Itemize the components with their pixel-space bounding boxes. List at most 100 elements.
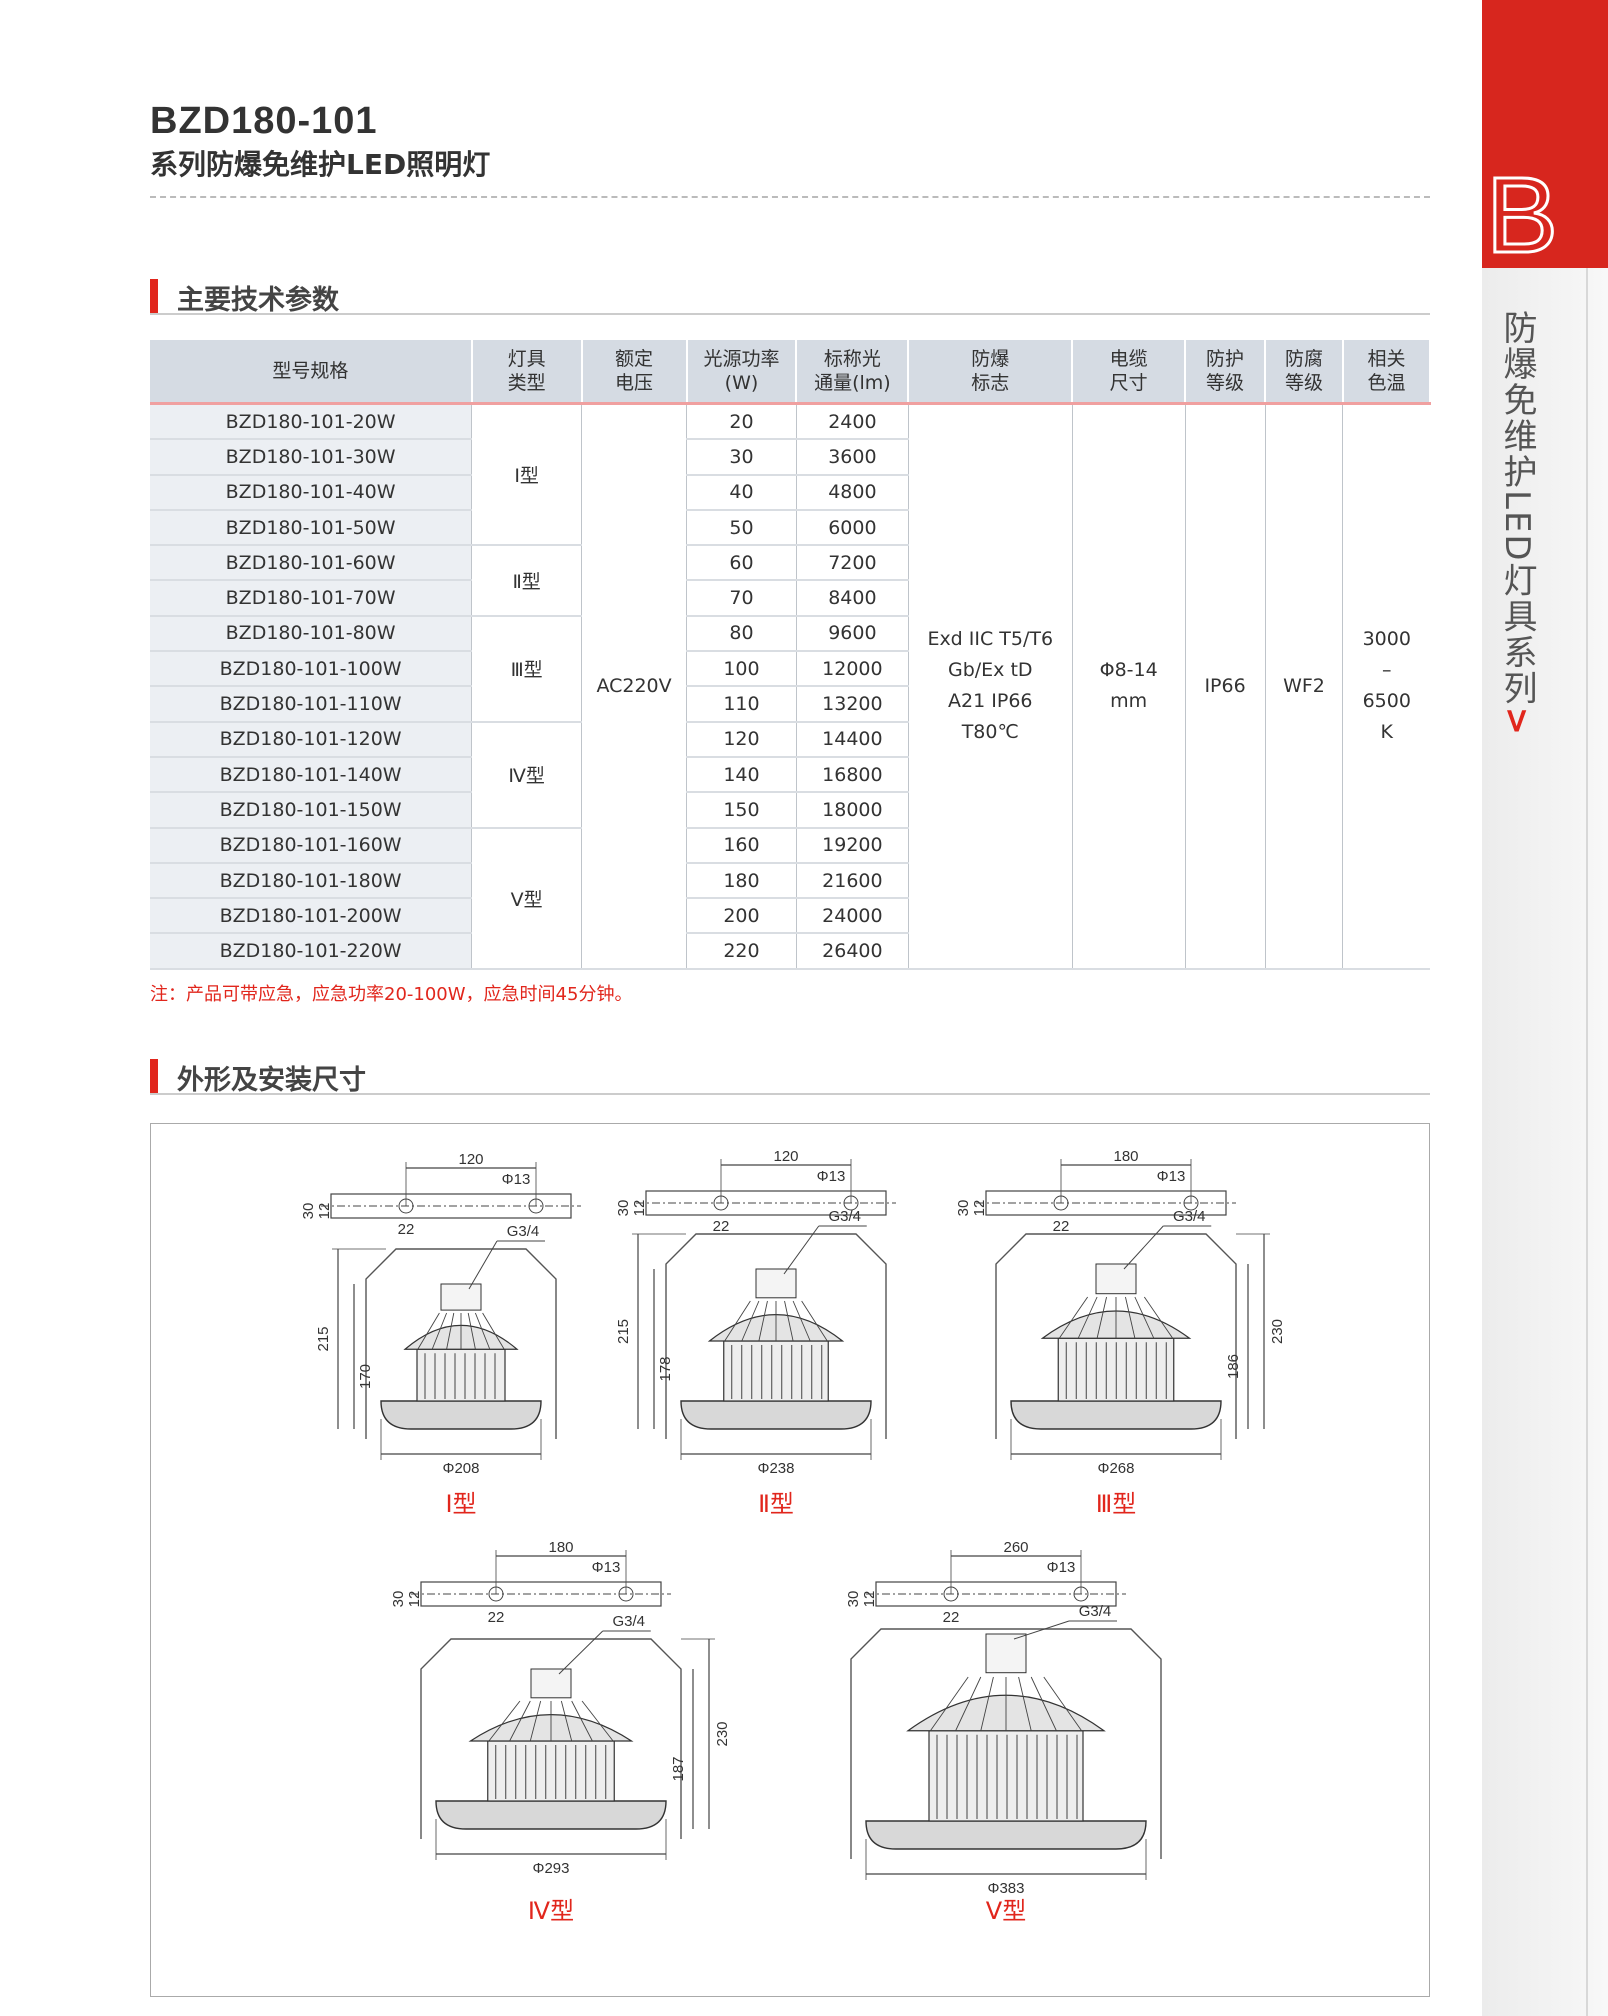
envelope-outline xyxy=(665,1233,887,1439)
lamp-reflector xyxy=(380,1400,542,1430)
flux-cell: 19200 xyxy=(796,827,909,864)
dome-rib xyxy=(1043,1676,1082,1732)
lamp-reflector xyxy=(1010,1400,1222,1430)
dome-rib xyxy=(431,1312,448,1350)
diameter-label: Φ208 xyxy=(443,1460,480,1477)
power-cell: 160 xyxy=(686,827,797,864)
table-header-row: 型号规格灯具类型额定电压光源功率(W)标称光通量(lm)防爆标志电缆尺寸防护等级… xyxy=(150,340,1432,405)
section-marker xyxy=(150,279,158,313)
cable-entry xyxy=(755,1268,797,1299)
plate-width-label: 22 xyxy=(1053,1218,1070,1235)
dome-rib xyxy=(417,1312,440,1350)
dome-rib xyxy=(1143,1296,1174,1339)
dome-rib xyxy=(1125,1296,1136,1339)
bracket-span-label: 260 xyxy=(1003,1539,1028,1556)
model-cell: BZD180-101-60W xyxy=(150,545,473,582)
flux-cell: 14400 xyxy=(796,721,909,758)
flux-cell: 24000 xyxy=(796,898,909,935)
power-cell: 60 xyxy=(686,545,797,582)
heat-sink xyxy=(487,1740,615,1802)
dome-rib xyxy=(488,1700,521,1742)
diameter-label: Φ238 xyxy=(758,1460,795,1477)
leader-line xyxy=(558,1630,604,1675)
leader-line xyxy=(783,1225,820,1275)
dome-rib xyxy=(1096,1296,1107,1339)
thread-label: G3/4 xyxy=(1173,1208,1206,1225)
dome-rib xyxy=(1058,1296,1089,1339)
model-cell: BZD180-101-180W xyxy=(150,862,473,900)
lamp-type-cell: Ⅴ型 xyxy=(471,827,583,970)
power-cell: 150 xyxy=(686,792,797,829)
flux-cell: 13200 xyxy=(796,686,909,723)
side-tab-label: 防爆免维护LED灯具系列> xyxy=(1497,310,1542,737)
model-cell: BZD180-101-80W xyxy=(150,615,473,653)
flux-cell: 4800 xyxy=(796,474,909,511)
dome-rib xyxy=(801,1300,828,1342)
bracket-plate xyxy=(420,1581,662,1607)
dome-rib xyxy=(1018,1676,1032,1731)
bracket-span-label: 120 xyxy=(458,1151,483,1168)
bracket-plate xyxy=(645,1190,887,1216)
flux-cell: 16800 xyxy=(796,756,909,794)
dome-rib xyxy=(571,1700,593,1742)
outer-height-label: 230 xyxy=(1269,1319,1286,1344)
heat-sink xyxy=(416,1348,506,1402)
dome-rib xyxy=(529,1700,542,1742)
column-header: 额定电压 xyxy=(581,340,688,405)
flux-cell: 9600 xyxy=(796,615,909,653)
lamp-type-cell: Ⅰ型 xyxy=(471,403,583,547)
power-cell: 120 xyxy=(686,721,797,758)
model-cell: BZD180-101-50W xyxy=(150,509,473,547)
voltage-cell: AC220V xyxy=(581,403,688,970)
dome-rib xyxy=(482,1312,505,1350)
power-cell: 200 xyxy=(686,898,797,935)
thread-label: G3/4 xyxy=(507,1223,540,1240)
bracket-span-label: 120 xyxy=(773,1148,798,1165)
flux-cell: 18000 xyxy=(796,792,909,829)
inner-height-label: 186 xyxy=(1225,1354,1242,1379)
plate-thickness-label: 12 xyxy=(406,1591,423,1608)
column-header: 防爆标志 xyxy=(908,340,1074,405)
power-cell: 50 xyxy=(686,509,797,547)
power-cell: 20 xyxy=(686,403,797,441)
bracket-plate xyxy=(875,1581,1117,1607)
model-cell: BZD180-101-120W xyxy=(150,721,473,758)
dome-rib xyxy=(560,1700,573,1742)
hole-diameter-label: Φ13 xyxy=(592,1559,621,1576)
model-cell: BZD180-101-200W xyxy=(150,898,473,935)
power-cell: 100 xyxy=(686,651,797,688)
column-header: 标称光通量(lm) xyxy=(796,340,910,405)
hole-diameter-label: Φ13 xyxy=(1047,1559,1076,1576)
plate-thickness-label: 12 xyxy=(631,1200,648,1217)
side-tab-label-text: 防爆免维护LED灯具系列 xyxy=(1497,310,1537,707)
column-header: 灯具类型 xyxy=(471,340,583,405)
lamp-type-cell: Ⅳ型 xyxy=(471,721,583,829)
anticorrosion-cell: WF2 xyxy=(1265,403,1344,970)
plate-height-label: 30 xyxy=(615,1200,632,1217)
outer-height-label: 215 xyxy=(615,1319,632,1344)
power-cell: 220 xyxy=(686,933,797,970)
inner-height-label: 187 xyxy=(670,1756,687,1781)
column-header: 电缆尺寸 xyxy=(1072,340,1187,405)
plate-height-label: 30 xyxy=(300,1203,317,1220)
model-cell: BZD180-101-110W xyxy=(150,686,473,723)
lamp-type-cell: Ⅲ型 xyxy=(471,615,583,723)
hole-diameter-label: Φ13 xyxy=(1157,1168,1186,1185)
power-cell: 30 xyxy=(686,439,797,476)
hole-diameter-label: Φ13 xyxy=(502,1171,531,1188)
plate-thickness-label: 12 xyxy=(971,1200,988,1217)
leader-line xyxy=(1123,1225,1164,1270)
leader-line xyxy=(1013,1620,1070,1640)
power-cell: 180 xyxy=(686,862,797,900)
plate-height-label: 30 xyxy=(955,1200,972,1217)
column-header: 防护等级 xyxy=(1185,340,1267,405)
dome-rib xyxy=(784,1300,794,1342)
page-subtitle: 系列防爆免维护LED照明灯 xyxy=(150,148,491,181)
lamp-type-caption: Ⅴ型 xyxy=(986,1897,1026,1925)
